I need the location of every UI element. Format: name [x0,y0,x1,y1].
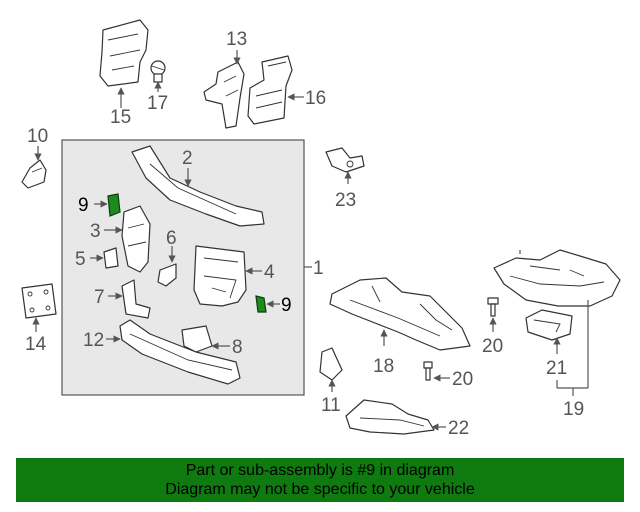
part-20-upper[interactable] [487,297,499,317]
part-6[interactable] [157,263,177,287]
part-23[interactable] [325,147,365,173]
callout-7[interactable]: 7 [94,287,105,308]
callout-8[interactable]: 8 [232,337,243,358]
callout-12[interactable]: 12 [83,330,104,351]
part-2[interactable] [131,145,265,227]
part-14[interactable] [21,283,57,319]
callout-13[interactable]: 13 [226,29,247,50]
info-banner: Part or sub-assembly is #9 in diagram Di… [16,458,624,502]
callout-17[interactable]: 17 [147,93,168,114]
part-7[interactable] [121,279,151,319]
part-16[interactable] [247,55,293,125]
callout-9-left[interactable]: 9 [78,195,89,216]
part-9-right[interactable] [255,295,267,313]
part-11[interactable] [319,347,343,381]
callout-22[interactable]: 22 [448,418,469,439]
parts-diagram: 1 15 17 13 16 10 14 [21,19,621,439]
callout-1[interactable]: 1 [313,258,324,279]
part-20-lower[interactable] [423,361,433,381]
callout-6[interactable]: 6 [166,228,177,249]
banner-line-2: Diagram may not be specific to your vehi… [165,481,475,498]
callout-5[interactable]: 5 [75,249,86,270]
part-15[interactable] [99,19,149,87]
part-18[interactable] [329,277,471,351]
part-13[interactable] [203,61,245,129]
callout-15[interactable]: 15 [110,107,131,128]
callout-2[interactable]: 2 [182,148,193,169]
callout-23[interactable]: 23 [335,190,356,211]
callout-4[interactable]: 4 [264,262,275,283]
part-8[interactable] [181,325,213,353]
part-5[interactable] [103,247,119,269]
part-9-left[interactable] [107,193,121,217]
callout-21[interactable]: 21 [546,358,567,379]
part-19-cover[interactable] [493,249,621,307]
callout-19[interactable]: 19 [563,399,584,420]
callout-3[interactable]: 3 [90,221,101,242]
part-10[interactable] [21,159,47,189]
callout-9-right[interactable]: 9 [281,295,292,316]
part-17[interactable] [150,60,166,83]
callout-10[interactable]: 10 [27,126,48,147]
callout-11[interactable]: 11 [321,395,341,416]
part-21[interactable] [525,309,573,341]
callout-14[interactable]: 14 [25,334,47,355]
callout-16[interactable]: 16 [305,88,326,109]
callout-20-lower[interactable]: 20 [452,369,473,390]
part-22[interactable] [345,399,435,435]
part-4[interactable] [193,245,247,307]
part-3[interactable] [121,205,151,273]
callout-18[interactable]: 18 [373,356,394,377]
part-12[interactable] [119,319,241,385]
banner-line-1: Part or sub-assembly is #9 in diagram [185,462,455,479]
callout-20-upper[interactable]: 20 [482,336,503,357]
